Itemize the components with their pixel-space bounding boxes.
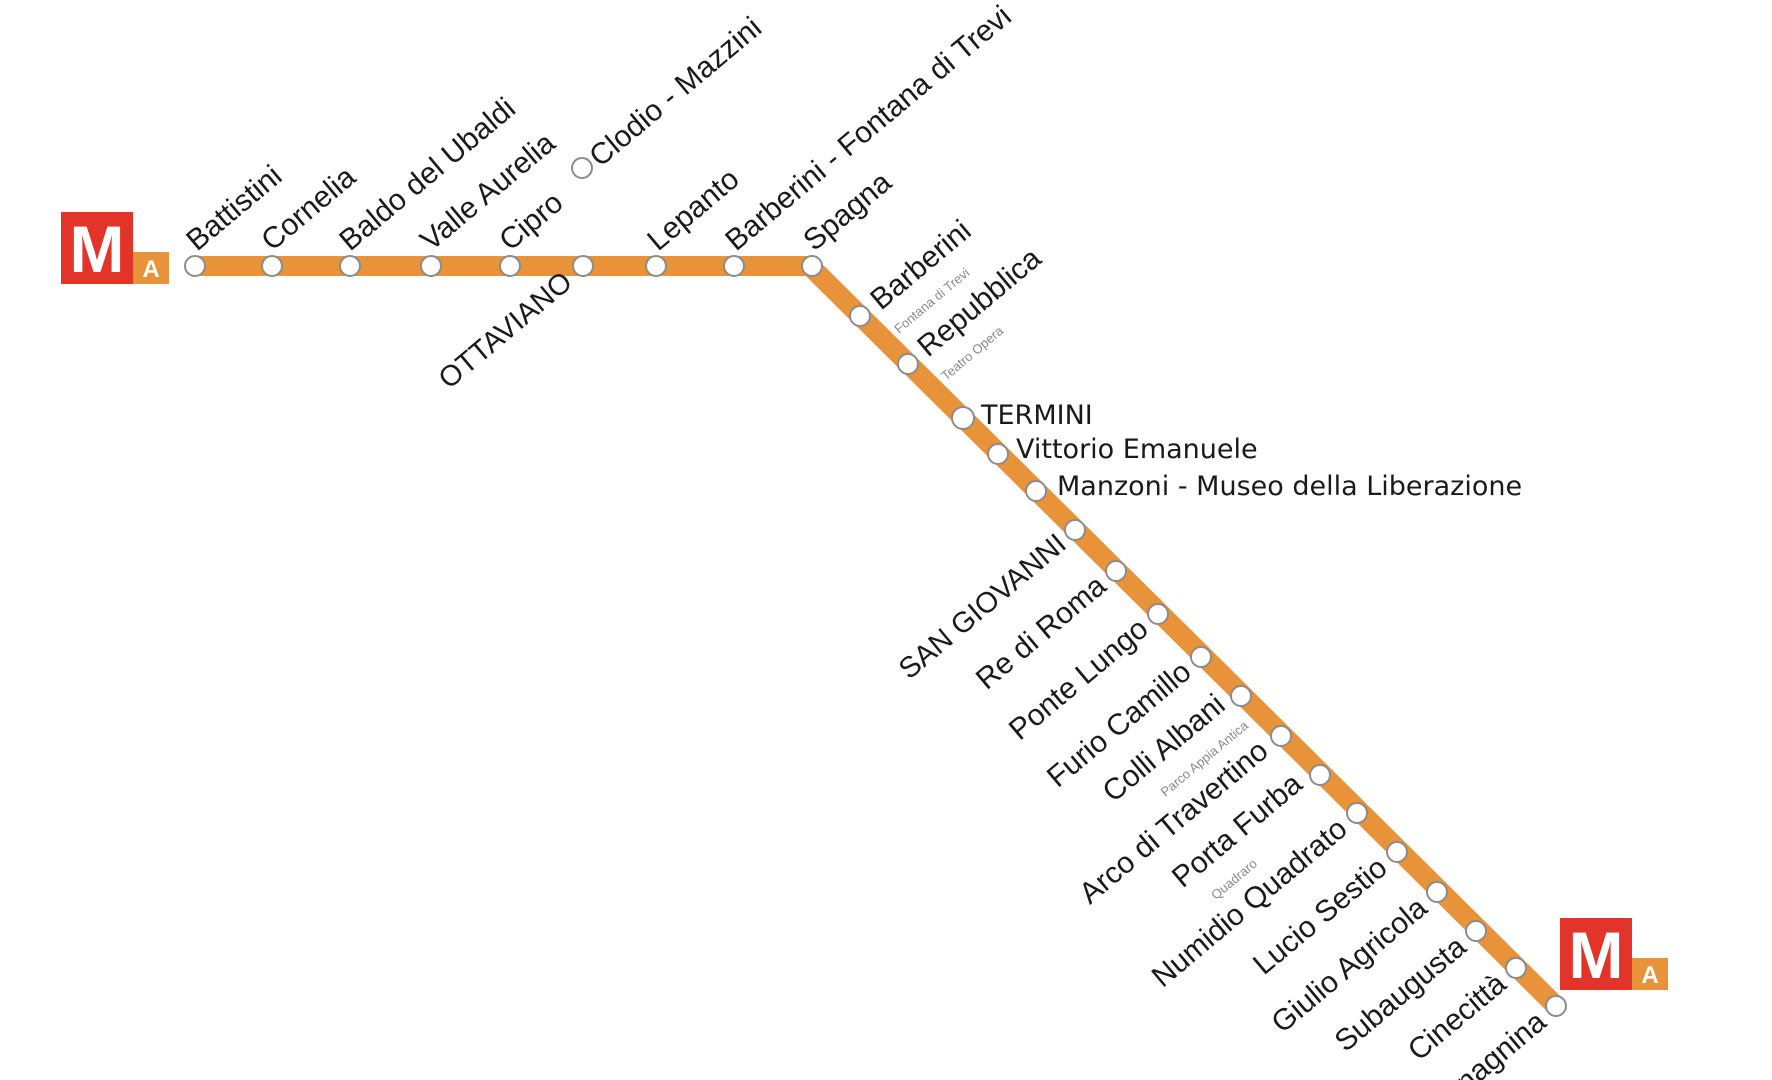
- stop-termini[interactable]: [951, 406, 975, 430]
- stop-ottaviano[interactable]: [572, 255, 594, 277]
- label-termini: TERMINI: [980, 400, 1093, 431]
- label-clodio-mazzini: Clodio - Mazzini: [583, 11, 768, 173]
- label-manzoni: Manzoni - Museo della Liberazione: [1057, 471, 1522, 502]
- logo-a-letter: A: [1641, 962, 1658, 989]
- logo-m-box: [61, 212, 133, 284]
- stop-baldo-del-ubaldi[interactable]: [339, 255, 361, 277]
- stop-porta-furba[interactable]: [1309, 764, 1331, 786]
- stop-anagnina[interactable]: [1545, 995, 1567, 1017]
- stop-san-giovanni[interactable]: [1064, 519, 1086, 541]
- stop-clodio-mazzini[interactable]: [571, 157, 593, 179]
- stop-arco-di-travertino[interactable]: [1270, 725, 1292, 747]
- stop-giulio-agricola[interactable]: [1426, 881, 1448, 903]
- stop-lucio-sestio[interactable]: [1386, 841, 1408, 863]
- stop-cipro[interactable]: [499, 255, 521, 277]
- stop-battistini[interactable]: [184, 255, 206, 277]
- stop-ponte-lungo[interactable]: [1147, 603, 1169, 625]
- stop-spagna[interactable]: [801, 255, 823, 277]
- stop-manzoni[interactable]: [1025, 480, 1047, 502]
- metro-logo-end: M A: [1560, 918, 1668, 992]
- stop-barberini-top[interactable]: [723, 255, 745, 277]
- stop-valle-aurelia[interactable]: [420, 255, 442, 277]
- stop-furio-camillo[interactable]: [1190, 646, 1212, 668]
- stop-repubblica[interactable]: [897, 353, 919, 375]
- metro-logo-start: M A: [61, 212, 169, 286]
- logo-a-box: [133, 252, 169, 284]
- stop-colli-albani[interactable]: [1230, 685, 1252, 707]
- stop-subaugusta[interactable]: [1465, 920, 1487, 942]
- logo-m-box: [1560, 918, 1632, 990]
- logo-a-letter: A: [142, 256, 159, 283]
- stop-cinecitta[interactable]: [1505, 957, 1527, 979]
- logo-m-letter: M: [1569, 918, 1624, 992]
- logo-m-letter: M: [70, 212, 125, 286]
- label-vittorio-emanuele: Vittorio Emanuele: [1016, 434, 1258, 465]
- stop-re-di-roma[interactable]: [1105, 560, 1127, 582]
- label-ottaviano: OTTAVIANO: [433, 266, 579, 395]
- stop-vittorio-emanuele[interactable]: [987, 443, 1009, 465]
- stop-barberini[interactable]: [849, 305, 871, 327]
- logo-a-box: [1632, 958, 1668, 990]
- stop-lepanto[interactable]: [645, 255, 667, 277]
- stop-numidio-quadrato[interactable]: [1346, 802, 1368, 824]
- stop-cornelia[interactable]: [261, 255, 283, 277]
